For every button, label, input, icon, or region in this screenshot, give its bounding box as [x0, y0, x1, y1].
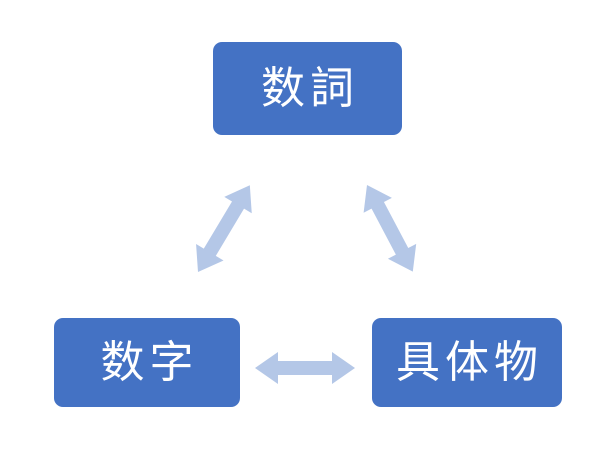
node-suuji: 数字 [54, 318, 240, 407]
node-gutaibutsu: 具体物 [372, 318, 562, 407]
node-suushi: 数詞 [213, 42, 402, 135]
double-arrow-bottomleft-to-bottomright-icon [255, 352, 355, 384]
double-arrow-top-to-bottomright-icon [363, 185, 417, 272]
double-arrow-top-to-bottomleft-icon [196, 185, 252, 272]
node-suuji-label: 数字 [100, 336, 199, 388]
node-suushi-label: 数詞 [261, 62, 359, 114]
node-gutaibutsu-label: 具体物 [396, 336, 543, 388]
